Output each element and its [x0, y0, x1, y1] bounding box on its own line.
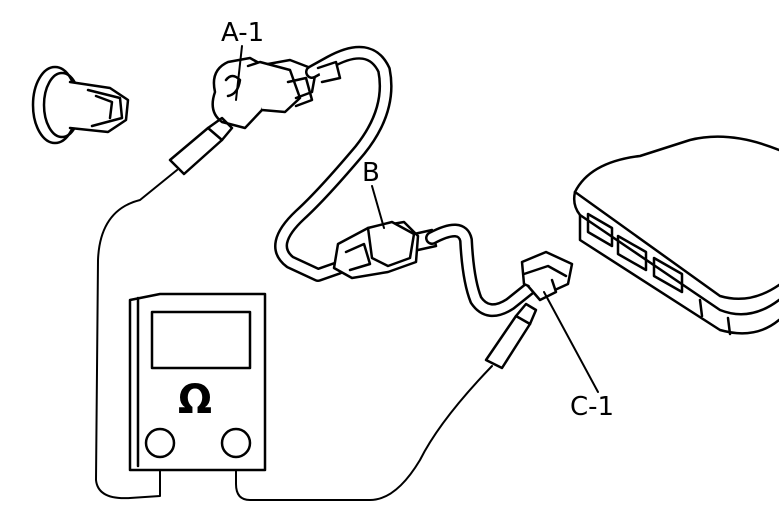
probe-a1 [96, 118, 232, 498]
harness-b-to-c1 [432, 230, 530, 310]
meter-terminal-right [222, 429, 250, 457]
multimeter [130, 294, 265, 470]
meter-terminal-left [146, 429, 174, 457]
meter-display [152, 312, 250, 368]
label-a1: A-1 [221, 18, 265, 48]
harness-a1-to-b [281, 53, 386, 275]
control-module [574, 137, 779, 334]
connector-a1 [213, 46, 316, 128]
label-c1: C-1 [570, 392, 615, 422]
connector-b [334, 186, 436, 278]
probe-c1 [236, 304, 536, 500]
label-b: B [362, 158, 380, 188]
ohm-symbol: Ω [178, 377, 213, 423]
connector-c1 [522, 252, 598, 392]
bulb-socket [33, 67, 128, 143]
